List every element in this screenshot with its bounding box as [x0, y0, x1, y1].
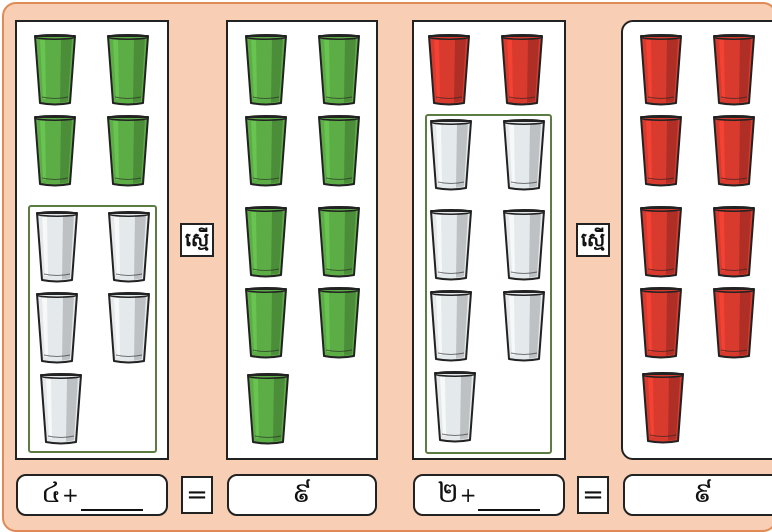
- problem1-total-green-cup-8: [317, 286, 361, 360]
- problem2-empty-cup-2: [502, 118, 546, 192]
- problem2-known-addend: ២: [438, 475, 459, 516]
- problem1-empty-cup-1: [35, 210, 79, 284]
- problem1-total-green-cup-5: [244, 205, 288, 279]
- problem2-total-red-cup-2: [712, 33, 756, 107]
- problem1-equals-word: ស្មើ: [180, 223, 214, 257]
- problem2-total-red-cup-9: [641, 371, 685, 445]
- problem2-total-red-cup-8: [712, 286, 756, 360]
- problem1-equals-sign: =: [181, 476, 213, 514]
- problem1-empty-cup-5: [39, 372, 83, 446]
- problem2-total-red-cup-3: [639, 114, 683, 188]
- problem1-plus-sign: +: [62, 483, 79, 507]
- problem1-total: ៩: [292, 475, 312, 516]
- problem2-equals-sign: =: [577, 476, 609, 514]
- problem1-answer-blank[interactable]: [81, 495, 143, 511]
- problem2-total-red-cup-6: [712, 205, 756, 279]
- problem1-total-green-cup-7: [244, 286, 288, 360]
- problem1-empty-cup-2: [107, 210, 151, 284]
- problem2-answer-blank[interactable]: [478, 495, 540, 511]
- problem2-red-cup-1: [427, 33, 471, 107]
- problem1-known-addend: ៤: [41, 475, 61, 516]
- problem1-total-green-cup-2: [317, 33, 361, 107]
- problem2-total: ៩: [693, 475, 713, 516]
- problem1-green-cup-2: [106, 33, 150, 107]
- problem1-total-green-cup-6: [317, 205, 361, 279]
- problem1-total-green-cup-4: [317, 114, 361, 188]
- problem2-equals-word: ស្មើ: [576, 223, 610, 257]
- problem2-plus-sign: +: [460, 483, 477, 507]
- problem1-total-green-cup-3: [244, 114, 288, 188]
- problem1-green-cup-1: [33, 33, 77, 107]
- problem2-empty-cup-1: [429, 118, 473, 192]
- problem2-red-cup-2: [500, 33, 544, 107]
- problem1-empty-cup-3: [35, 291, 79, 365]
- problem2-total-field: ៩: [623, 474, 772, 516]
- problem1-total-green-cup-1: [244, 33, 288, 107]
- problem1-green-cup-4: [106, 114, 150, 188]
- problem2-empty-cup-3: [429, 208, 473, 282]
- problem2-total-red-cup-7: [639, 286, 683, 360]
- problem2-total-red-cup-4: [712, 114, 756, 188]
- problem2-total-red-cup-5: [639, 205, 683, 279]
- problem2-addend-field[interactable]: ២+: [413, 474, 565, 516]
- problem1-green-cup-3: [33, 114, 77, 188]
- problem2-empty-cup-5: [429, 289, 473, 363]
- problem1-total-field: ៩: [227, 474, 377, 516]
- problem1-empty-cup-4: [107, 291, 151, 365]
- problem2-empty-cup-6: [502, 289, 546, 363]
- problem2-empty-cup-7: [433, 370, 477, 444]
- problem2-empty-cup-4: [502, 208, 546, 282]
- problem2-total-red-cup-1: [639, 33, 683, 107]
- problem1-total-green-cup-9: [246, 372, 290, 446]
- problem1-addend-field[interactable]: ៤+: [16, 474, 168, 516]
